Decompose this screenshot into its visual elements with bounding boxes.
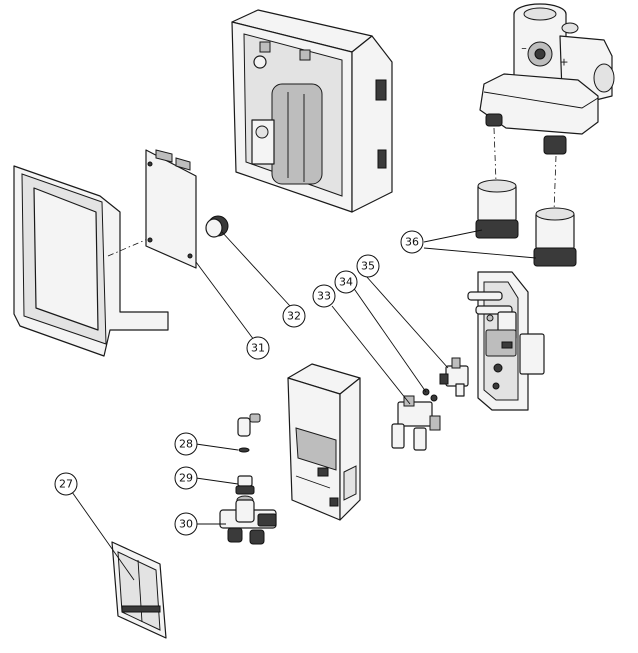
display-board [145,149,197,269]
solenoid-valve-assembly [391,357,469,451]
control-unit-cover [287,363,361,521]
callout-32: 32 [282,304,306,328]
front-plate [111,541,167,639]
callout-33: 33 [312,284,336,308]
callout-36-label: 36 [405,236,419,249]
callout-34: 34 [334,270,358,294]
callout-32-label: 32 [287,310,301,323]
minus-marking: – [521,42,527,55]
callout-29-label: 29 [179,472,193,485]
callout-31-label: 31 [251,342,265,355]
callout-33-label: 33 [317,290,331,303]
button-disc [205,215,229,238]
display-frame [13,165,169,357]
valve-bracket [467,271,545,411]
cartridges [475,179,577,267]
callout-36: 36 [400,230,424,254]
callout-27: 27 [54,472,78,496]
faucet-head: – + [479,3,615,213]
callout-27-label: 27 [59,478,73,491]
leader-lines [71,229,537,581]
plus-marking: + [559,56,568,69]
callout-28: 28 [174,432,198,456]
callout-31: 31 [246,336,270,360]
water-fittings [219,413,277,545]
callout-30-label: 30 [179,518,193,531]
callout-34-label: 34 [339,276,353,289]
callout-35: 35 [356,254,380,278]
callout-28-label: 28 [179,438,193,451]
callout-30: 30 [174,512,198,536]
callout-35-label: 35 [361,260,375,273]
callout-29: 29 [174,466,198,490]
main-housing [231,9,393,213]
